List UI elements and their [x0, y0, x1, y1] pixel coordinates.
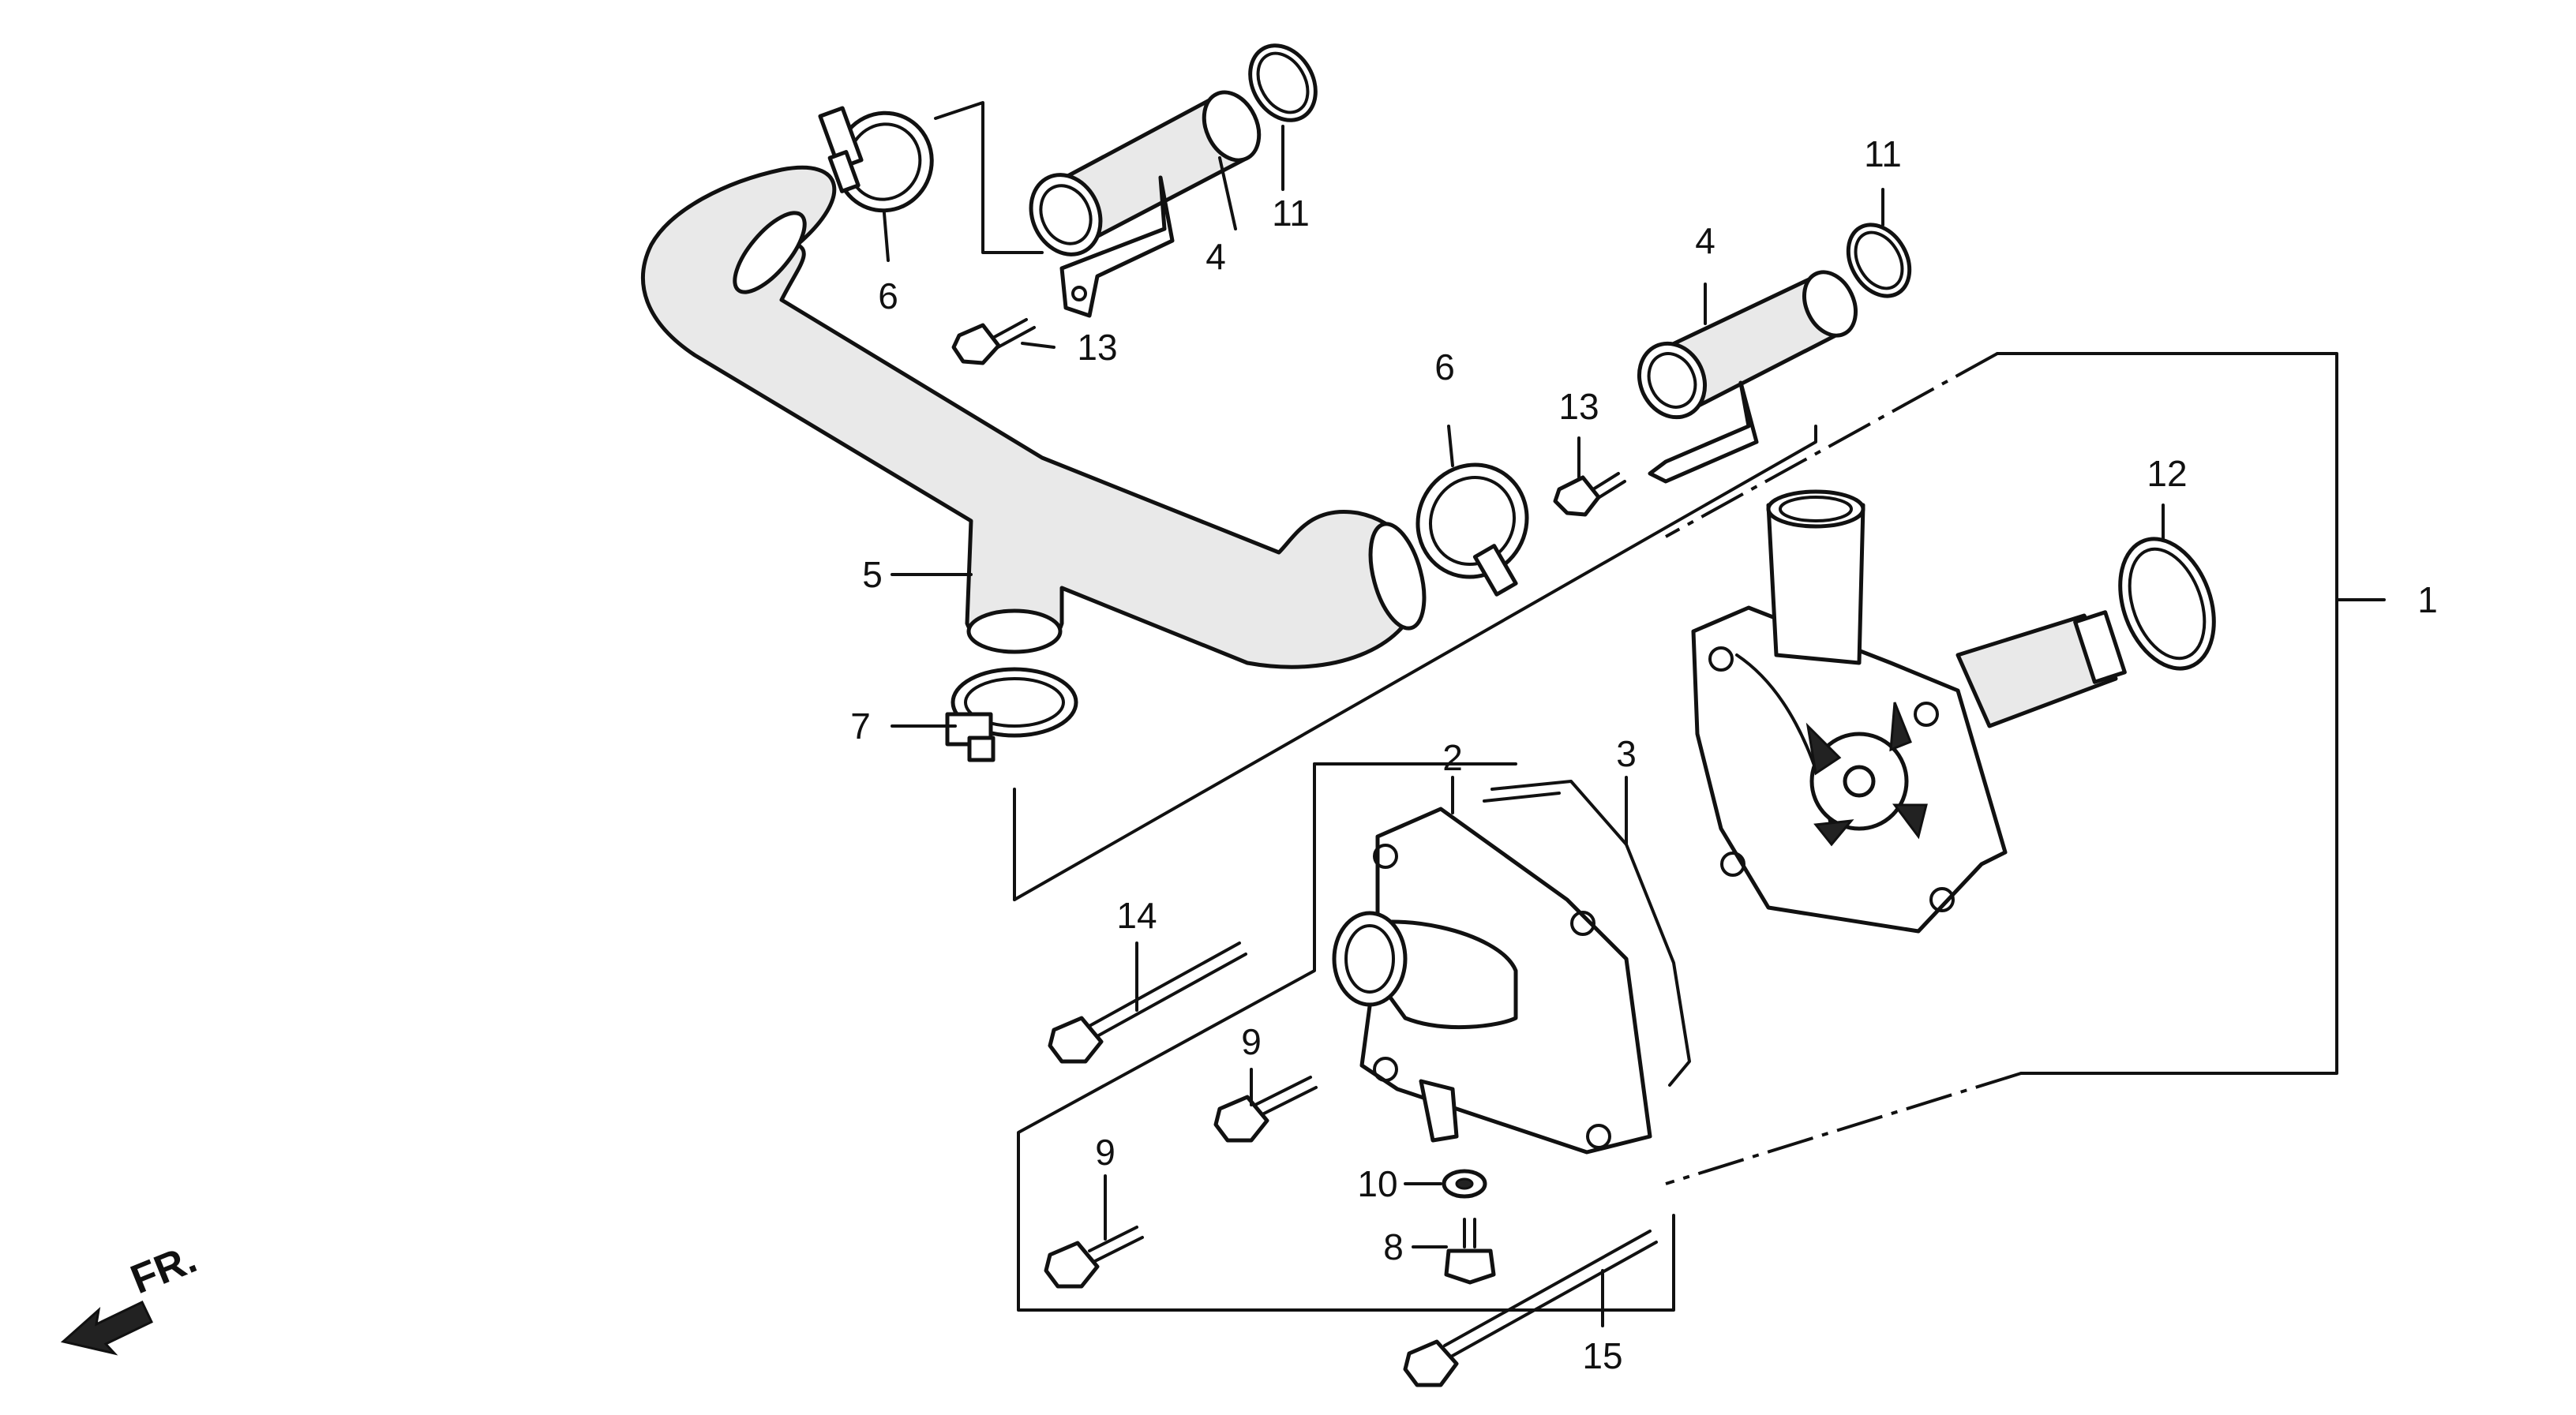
callout-4-lower: 4: [1695, 220, 1715, 261]
callout-3: 3: [1616, 733, 1637, 774]
callout-2: 2: [1442, 737, 1463, 778]
callout-13-lower: 13: [1558, 386, 1599, 427]
long-bolt-15: [1403, 1230, 1658, 1387]
front-direction-arrow-icon: [60, 1300, 153, 1356]
front-direction-label: FR.: [125, 1236, 203, 1303]
front-direction-indicator: FR.: [60, 1236, 203, 1356]
callout-6-lower: 6: [1434, 346, 1455, 387]
callout-5: 5: [862, 554, 883, 595]
water-pipe-lower: [1637, 270, 1858, 484]
callout-14: 14: [1116, 895, 1157, 936]
sealing-washer: [1442, 1169, 1487, 1199]
bolt-9-lower: [1044, 1226, 1144, 1289]
hose-clamp-upper: [818, 106, 934, 213]
callout-9-upper: 9: [1241, 1021, 1262, 1062]
water-hose-y-joint: [640, 165, 1427, 669]
callout-13-upper: 13: [1077, 327, 1117, 368]
long-bolt-14: [1048, 941, 1247, 1064]
callout-8: 8: [1383, 1226, 1404, 1267]
callout-11-upper: 11: [1272, 193, 1310, 234]
water-pump-assembly: [1691, 489, 2127, 934]
hose-clamp-lower: [1415, 462, 1529, 597]
o-ring-upper: [1248, 43, 1318, 122]
hose-clamp-small: [945, 667, 1078, 762]
callout-4-upper: 4: [1206, 236, 1226, 277]
water-pipe-upper: [1029, 90, 1262, 318]
leader-lines: [883, 125, 2165, 1327]
callout-11-lower: 11: [1864, 133, 1902, 174]
bolt-lower-right: [1553, 472, 1626, 517]
callout-9-lower: 9: [1095, 1132, 1116, 1173]
part-callouts: 1 2 3 4 4 5 6 6 7 8 9 9 10 11 11 12 13 1…: [850, 133, 2438, 1376]
callout-12: 12: [2147, 453, 2187, 494]
callout-6-upper: 6: [878, 275, 898, 316]
o-ring-lower: [1846, 223, 1912, 298]
water-pump-cover: [1332, 807, 1652, 1155]
bolt-9-upper: [1213, 1076, 1318, 1143]
group-lines: [934, 101, 2386, 1312]
callout-10: 10: [1357, 1163, 1397, 1204]
callout-15: 15: [1582, 1335, 1622, 1376]
bolt-upper-left: [951, 318, 1036, 365]
o-ring-pump: [2118, 537, 2216, 671]
callout-7: 7: [850, 706, 871, 747]
callout-1: 1: [2417, 579, 2438, 620]
drain-bolt: [1444, 1218, 1496, 1285]
pump-cover-gasket: [1483, 780, 1691, 1087]
